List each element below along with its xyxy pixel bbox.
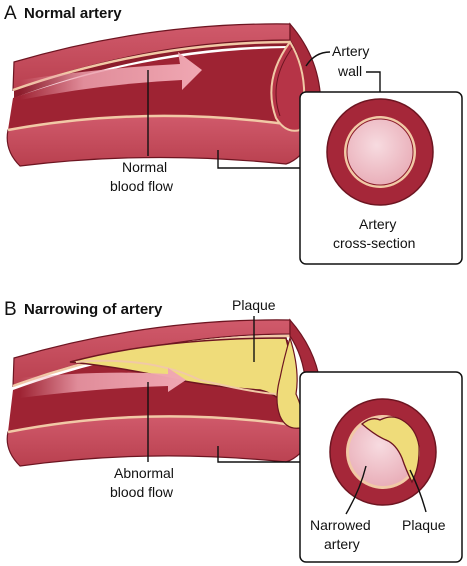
- abnormal-flow-label-line1: Abnormal: [114, 465, 174, 481]
- abnormal-flow-arrow: [20, 368, 186, 398]
- panel-b-letter: B: [4, 299, 17, 320]
- plaque-label-top: Plaque: [232, 297, 276, 313]
- narrowed-artery-label-line2: artery: [324, 536, 360, 552]
- inset-a-connector: [217, 150, 300, 169]
- plaque-deposit-section: [360, 416, 420, 484]
- artery-wall-leader: [305, 51, 331, 67]
- panel-b-title: Narrowing of artery: [24, 301, 163, 318]
- panel-a-title: Normal artery: [24, 5, 122, 22]
- normal-cross-section: [326, 98, 434, 206]
- narrowed-artery-label-line1: Narrowed: [310, 517, 371, 533]
- artery-wall-label-line1: Artery: [332, 43, 369, 59]
- normal-flow-label-line2: blood flow: [110, 178, 174, 194]
- artery-wall-label-line2: wall: [337, 63, 362, 79]
- narrowed-artery-leader: [345, 465, 367, 515]
- panel-b: B Narrowing of artery Plaque Abnormal bl…: [4, 297, 463, 563]
- cross-section-label-line2: cross-section: [333, 235, 415, 251]
- abnormal-flow-label-line2: blood flow: [110, 484, 174, 500]
- normal-artery-tube: [6, 22, 322, 167]
- panel-a-letter: A: [4, 3, 17, 24]
- inset-b-connector: [217, 446, 300, 463]
- normal-flow-label-line1: Normal: [122, 159, 167, 175]
- plaque-section-leader: [409, 469, 427, 513]
- panel-a: A Normal artery Artery wall Normal: [4, 3, 463, 265]
- cross-section-label-line1: Artery: [359, 216, 396, 232]
- normal-flow-arrow: [20, 52, 202, 100]
- plaque-label-section: Plaque: [402, 517, 446, 533]
- narrowed-cross-section: [329, 398, 437, 506]
